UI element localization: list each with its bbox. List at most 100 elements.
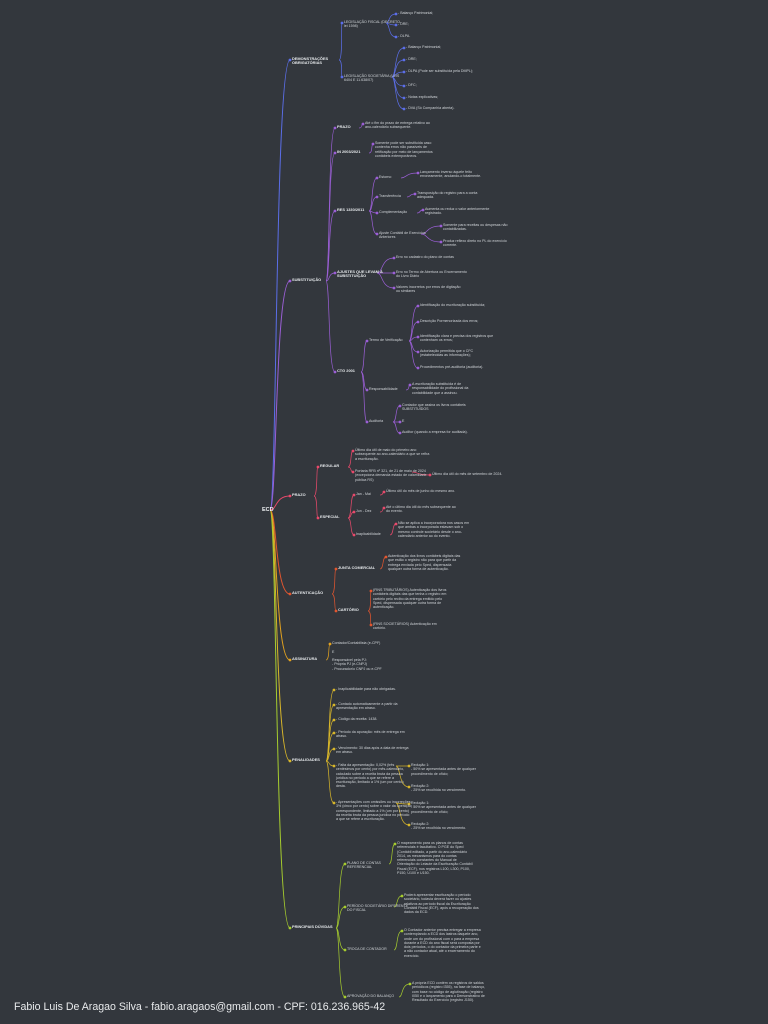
connector-dot-n82 — [343, 948, 347, 952]
node-n26[interactable]: Somente para receitas ou despesas não co… — [443, 223, 508, 232]
node-n66[interactable]: - Inaplicabilidade para não obrigadas. — [336, 687, 396, 691]
node-n28[interactable]: AJUSTES QUE LEVAM À SUBSTITUIÇÃO — [337, 269, 383, 279]
node-n49[interactable]: Último dia útil do mês de setembro de 20… — [432, 472, 503, 476]
node-n35[interactable]: Descrição Pormenorizada dos erros; — [420, 319, 479, 323]
node-n71[interactable]: - Falta da apresentação: 0,02% (três cen… — [336, 763, 405, 789]
node-n85[interactable]: A própria ECD contém os registros de sal… — [412, 981, 486, 1003]
node-n82[interactable]: TROCA DE CONTADOR — [347, 947, 387, 951]
node-n84[interactable]: APROVAÇÃO DO BALANÇO — [347, 994, 395, 998]
node-n30[interactable]: Erro no Termo de Abertura ou Encerrament… — [396, 270, 467, 279]
node-n65[interactable]: PENALIDADES — [292, 757, 320, 762]
node-n43[interactable]: E — [402, 419, 405, 423]
node-n24[interactable]: Aumenta ou reduz o valor anteriormente r… — [425, 207, 490, 216]
node-n8[interactable]: - DRE; — [406, 57, 417, 61]
node-n50[interactable]: ESPECIAL — [320, 514, 340, 519]
node-n41[interactable]: Auditoria — [369, 419, 384, 423]
connector-dot-n74 — [332, 801, 336, 805]
connector-n45 — [269, 495, 291, 511]
node-n5[interactable]: - DLPA. — [398, 34, 411, 38]
connector-dot-n3 — [394, 12, 398, 16]
node-n9[interactable]: - DLPA (Pode ser substituída pela DMPL); — [406, 69, 474, 73]
connector-dot-n51 — [352, 493, 356, 497]
node-n38[interactable]: Procedimentos pré-auditoria (auditoria). — [420, 365, 484, 369]
connector-dot-n36 — [416, 335, 420, 339]
node-n37[interactable]: Autorização permitida que o CFC (estabel… — [420, 349, 474, 358]
node-n44[interactable]: Auditor (quando a empresa for auditada). — [402, 430, 468, 434]
node-n83[interactable]: O Contador anterior precisa entregar a e… — [404, 928, 481, 958]
node-n23[interactable]: Complementação — [379, 210, 408, 214]
node-n20[interactable]: Lançamento inverso àquele feito erroneam… — [420, 170, 482, 179]
connector-n75 — [395, 802, 410, 805]
node-n1[interactable]: DEMONSTRAÇÕES OBRIGATÓRIAS — [292, 56, 329, 66]
node-n67[interactable]: - Contado automaticamente a partir da ap… — [336, 702, 398, 711]
node-n36[interactable]: Identificação clara e precisa dos regist… — [420, 334, 494, 343]
node-n80[interactable]: PERÍODO SOCIETÁRIO DIFERENTE DO FISCAL — [347, 904, 409, 913]
node-n58[interactable]: JUNTA COMERCIAL — [338, 565, 376, 570]
node-n72[interactable]: Redução 1: - 50% se apresentada antes de… — [411, 763, 476, 776]
connector-dot-n39 — [365, 388, 369, 392]
connector-dot-n66 — [332, 688, 336, 692]
node-n32[interactable]: CTG 2001 — [337, 368, 355, 373]
node-n13[interactable]: SUBSTITUIÇÃO — [292, 277, 322, 282]
node-n57[interactable]: AUTENTICAÇÃO — [292, 590, 324, 595]
node-n3[interactable]: - Balanço Patrimonial; — [398, 11, 434, 15]
node-n70[interactable]: - Vencimento: 30 dias após a data de ent… — [336, 746, 409, 755]
node-n61[interactable]: (FINS TRIBUTÁRIOS) Autenticação dos livr… — [373, 588, 447, 610]
node-n12[interactable]: - DVA (Só Companhia aberta). — [406, 106, 455, 110]
node-n29[interactable]: Erro no cadastro do plano de contas — [396, 255, 454, 259]
node-n74[interactable]: - Apresentações com omissões ou incorreç… — [336, 800, 412, 822]
node-n64[interactable]: Contador/Contabilista (e-CPF) E Responsá… — [332, 641, 382, 671]
node-n78[interactable]: PLANO DE CONTAS REFERENCIAL — [347, 861, 381, 870]
node-n21[interactable]: Transferência — [379, 194, 401, 198]
node-n59[interactable]: Autenticação dos livros contábeis digita… — [388, 554, 461, 571]
node-n63[interactable]: ASSINATURA — [292, 656, 318, 661]
node-n25[interactable]: Ajuste Contábil de Exercícios Anteriores — [379, 231, 426, 240]
node-n76[interactable]: Redução 2: - 25% se recolhida no vencime… — [411, 822, 467, 831]
node-n81[interactable]: Poderá apresentar escrituração o período… — [404, 893, 479, 915]
node-n4[interactable]: - DRE; — [398, 22, 409, 26]
node-n45[interactable]: PRAZO — [292, 492, 306, 497]
node-n62[interactable]: (FINS SOCIETÁRIOS) Autenticação em cartó… — [373, 622, 437, 631]
node-n52[interactable]: Último útil do mês de junho do mesmo ano… — [386, 489, 456, 493]
node-n22[interactable]: Transposição do registro para a conta ad… — [417, 191, 478, 200]
node-n33[interactable]: Termo de Verificação — [369, 338, 403, 342]
node-n42[interactable]: Contador que assina os livros contábeis … — [402, 403, 466, 412]
node-n79[interactable]: O mapeamento para os planos de contas re… — [397, 841, 473, 876]
node-n56[interactable]: Não se aplica a incorporadora nos casos … — [398, 521, 470, 538]
node-n75[interactable]: Redução 1: - 50% se apresentada antes de… — [411, 801, 476, 814]
node-n48[interactable]: Portaria RFB nº 321, de 21 de maio de 20… — [355, 469, 427, 482]
node-n60[interactable]: CARTÓRIO — [338, 607, 359, 612]
node-n7[interactable]: - Balanço Patrimonial; — [406, 45, 442, 49]
node-n27[interactable]: Produz reflexo direto no PL do exercício… — [443, 239, 507, 248]
node-n6[interactable]: LEGISLAÇÃO SOCIETÁRIA (LEIS 6404 E 11.63… — [344, 74, 400, 83]
node-n2[interactable]: LEGISLAÇÃO FISCAL (DECRETO- lei 1598) — [344, 20, 402, 29]
node-n46[interactable]: REGULAR — [320, 463, 340, 468]
connector-dot-n70 — [332, 747, 336, 751]
node-n39[interactable]: Responsabilidade — [369, 387, 398, 391]
node-n31[interactable]: Valores incorretos por erros de digitaçã… — [396, 285, 461, 294]
connector-n78 — [335, 863, 346, 929]
node-n19[interactable]: Estorno — [379, 175, 392, 179]
root-node-ecd[interactable]: ECD — [262, 507, 274, 513]
node-n47[interactable]: Último dia útil de maio do primeiro ano … — [355, 448, 430, 461]
node-n14[interactable]: PRAZO — [337, 124, 351, 129]
node-n16[interactable]: IN 2003/2021 — [337, 149, 361, 154]
node-n40[interactable]: A escrituração substituída é de responsa… — [412, 382, 469, 395]
node-n34[interactable]: Identificação do escrituração substituíd… — [420, 303, 486, 307]
node-n55[interactable]: Inaplicabilidade — [356, 532, 381, 536]
node-n69[interactable]: - Período da apuração: mês de entrega em… — [336, 730, 405, 739]
connector-n73 — [395, 765, 410, 788]
node-n17[interactable]: Somente pode ser substituída caso conten… — [375, 141, 433, 158]
node-n11[interactable]: - Notas explicativas; — [406, 95, 439, 99]
node-n77[interactable]: PRINCIPAIS DÚVIDAS — [292, 924, 333, 929]
connector-dot-n6 — [340, 75, 344, 79]
node-n15[interactable]: Até o fim do prazo de entrega relativo a… — [365, 121, 430, 130]
node-n53[interactable]: Jun - Dez — [356, 509, 372, 513]
node-n54[interactable]: Até o último dia útil do mês subsequente… — [386, 505, 456, 514]
node-n73[interactable]: Redução 2: - 25% se recolhida no vencime… — [411, 784, 467, 793]
node-n10[interactable]: - DFC; — [406, 83, 417, 87]
node-n51[interactable]: Jan - Mai — [356, 492, 371, 496]
node-n68[interactable]: - Código da receita: 1438. — [336, 717, 378, 721]
author-footer: Fabio Luis De Aragao Silva - fabio.araga… — [14, 1001, 386, 1013]
node-n18[interactable]: RES 1330/2011 — [337, 207, 365, 212]
